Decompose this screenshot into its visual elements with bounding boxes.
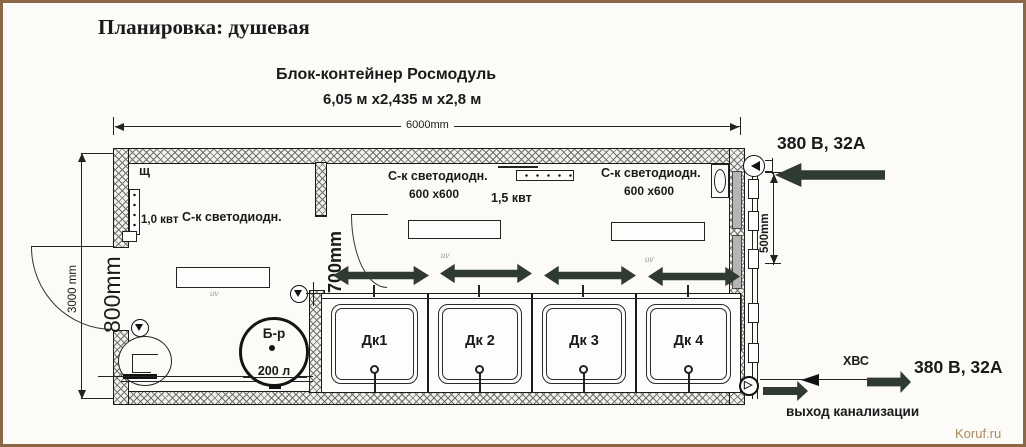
watermark: Koruf.ru	[955, 426, 1002, 441]
light-right-label: С-к светодиодн.	[601, 166, 701, 180]
cold-water-pipe	[760, 379, 886, 381]
power-bottom-arrow-icon	[867, 371, 911, 393]
dim-tick	[81, 153, 113, 155]
drain-downpipe	[374, 372, 376, 392]
panel-power-label: 1,0 квт	[141, 214, 179, 226]
shower-head-tick	[582, 285, 585, 297]
cold-water-arrow-icon	[801, 373, 819, 386]
cold-water-label: ХВС	[843, 354, 869, 368]
electrical-panel-base	[122, 231, 137, 242]
heater-bracket	[498, 166, 538, 168]
light-fixture	[176, 267, 270, 288]
wall-panel	[732, 235, 742, 289]
panel-tag-label: щ	[139, 163, 150, 178]
pipe-chase-line	[757, 169, 759, 399]
shower-head-tick	[687, 285, 690, 297]
heater-power-label: 1,5 квт	[491, 191, 532, 205]
wall-pillar-cabins	[309, 290, 325, 393]
pipe-clamp	[748, 179, 759, 199]
pipe-clamp	[748, 211, 759, 231]
light-fixture	[408, 220, 501, 239]
pump-icon	[739, 376, 759, 396]
dim-tick	[81, 398, 113, 400]
wall-partition	[315, 162, 327, 216]
uv-mark: uv	[645, 255, 654, 264]
light-left-label: С-к светодиодн.	[182, 210, 282, 224]
fan-prong	[772, 158, 774, 174]
pipe	[243, 377, 307, 379]
cabin-opening-arrow-icon	[648, 266, 740, 287]
valve-icon	[131, 319, 149, 337]
boiler-outlet-icon	[269, 345, 275, 351]
container-size: 6,05 м х2,435 м х2,8 м	[323, 91, 482, 108]
boiler	[239, 317, 309, 387]
shower-head-tick	[373, 285, 376, 297]
fan-prong	[765, 171, 773, 173]
fan-prong	[765, 160, 773, 162]
cabin-label: Дк1	[361, 333, 388, 349]
sink-bowl	[714, 169, 726, 193]
pipe-clamp	[748, 303, 759, 323]
uv-mark: uv	[441, 251, 450, 260]
cabin-opening-arrow-icon	[544, 265, 636, 286]
boiler-label: Б-р	[262, 326, 286, 341]
container-name: Блок-контейнер Росмодуль	[276, 66, 497, 83]
partition-cap	[315, 216, 327, 218]
drain-downpipe	[479, 372, 481, 392]
fan-blade-icon	[751, 161, 760, 171]
cabin-label: Дк 3	[569, 333, 599, 349]
pipe-clamp	[748, 249, 759, 269]
pipe	[121, 381, 313, 383]
wall-panel	[732, 171, 742, 229]
power-top-arrow-icon	[775, 163, 885, 187]
drain-step	[132, 354, 158, 356]
drain-step	[132, 372, 151, 374]
dim-tick-left	[113, 117, 115, 135]
drain-downpipe	[583, 372, 585, 392]
power-bottom-label: 380 В, 32А	[914, 357, 1003, 377]
dim-line-500	[773, 173, 775, 265]
heater	[516, 170, 574, 181]
wall-top	[113, 148, 745, 164]
light-mid-size: 600 х600	[409, 187, 460, 201]
dim-arrow-down-icon	[769, 255, 778, 264]
light-right-size: 600 х600	[624, 184, 675, 198]
pump-triangle-icon: ▷	[744, 379, 753, 391]
drain-step	[132, 354, 134, 373]
dim-arrow-right-icon	[730, 122, 739, 131]
cabin-front-line	[321, 298, 741, 300]
dim-width-label: 6000mm	[401, 119, 454, 131]
uv-mark: uv	[210, 289, 219, 298]
pipe-clamp	[748, 343, 759, 363]
dim-arrow-left-icon	[115, 122, 124, 131]
cabin-label: Дк 4	[673, 333, 704, 349]
floor-drain	[118, 336, 172, 386]
pipe-fitting	[313, 282, 315, 306]
page-title: Планировка: душевая	[98, 15, 310, 39]
light-mid-label: С-к светодиодн.	[388, 169, 488, 183]
dim-arrow-up-icon	[769, 174, 778, 183]
cabin-label: Дк 2	[465, 333, 495, 349]
cabin-opening-arrow-icon	[440, 263, 532, 284]
wall-left-upper	[113, 148, 129, 248]
sewage-label: выход канализации	[786, 404, 920, 419]
boiler-volume: 200 л	[257, 364, 291, 378]
door-inner-leaf	[351, 214, 388, 216]
door-left-leaf	[31, 246, 113, 248]
boiler-base	[269, 384, 281, 389]
wall-bottom	[113, 391, 745, 405]
light-fixture	[611, 222, 705, 241]
electrical-panel	[129, 189, 140, 235]
dim-arrow-down-icon	[77, 390, 86, 399]
dim-500-label: 500mm	[759, 213, 771, 253]
pipe-chase-line	[752, 169, 754, 399]
drain-downpipe	[688, 372, 690, 392]
dim-arrow-up-icon	[77, 153, 86, 162]
pipe	[98, 376, 313, 378]
shower-head-tick	[478, 285, 481, 297]
dim-tick-right	[740, 117, 742, 135]
door-left-swing-arc	[31, 247, 113, 330]
power-top-label: 380 В, 32А	[777, 133, 866, 153]
